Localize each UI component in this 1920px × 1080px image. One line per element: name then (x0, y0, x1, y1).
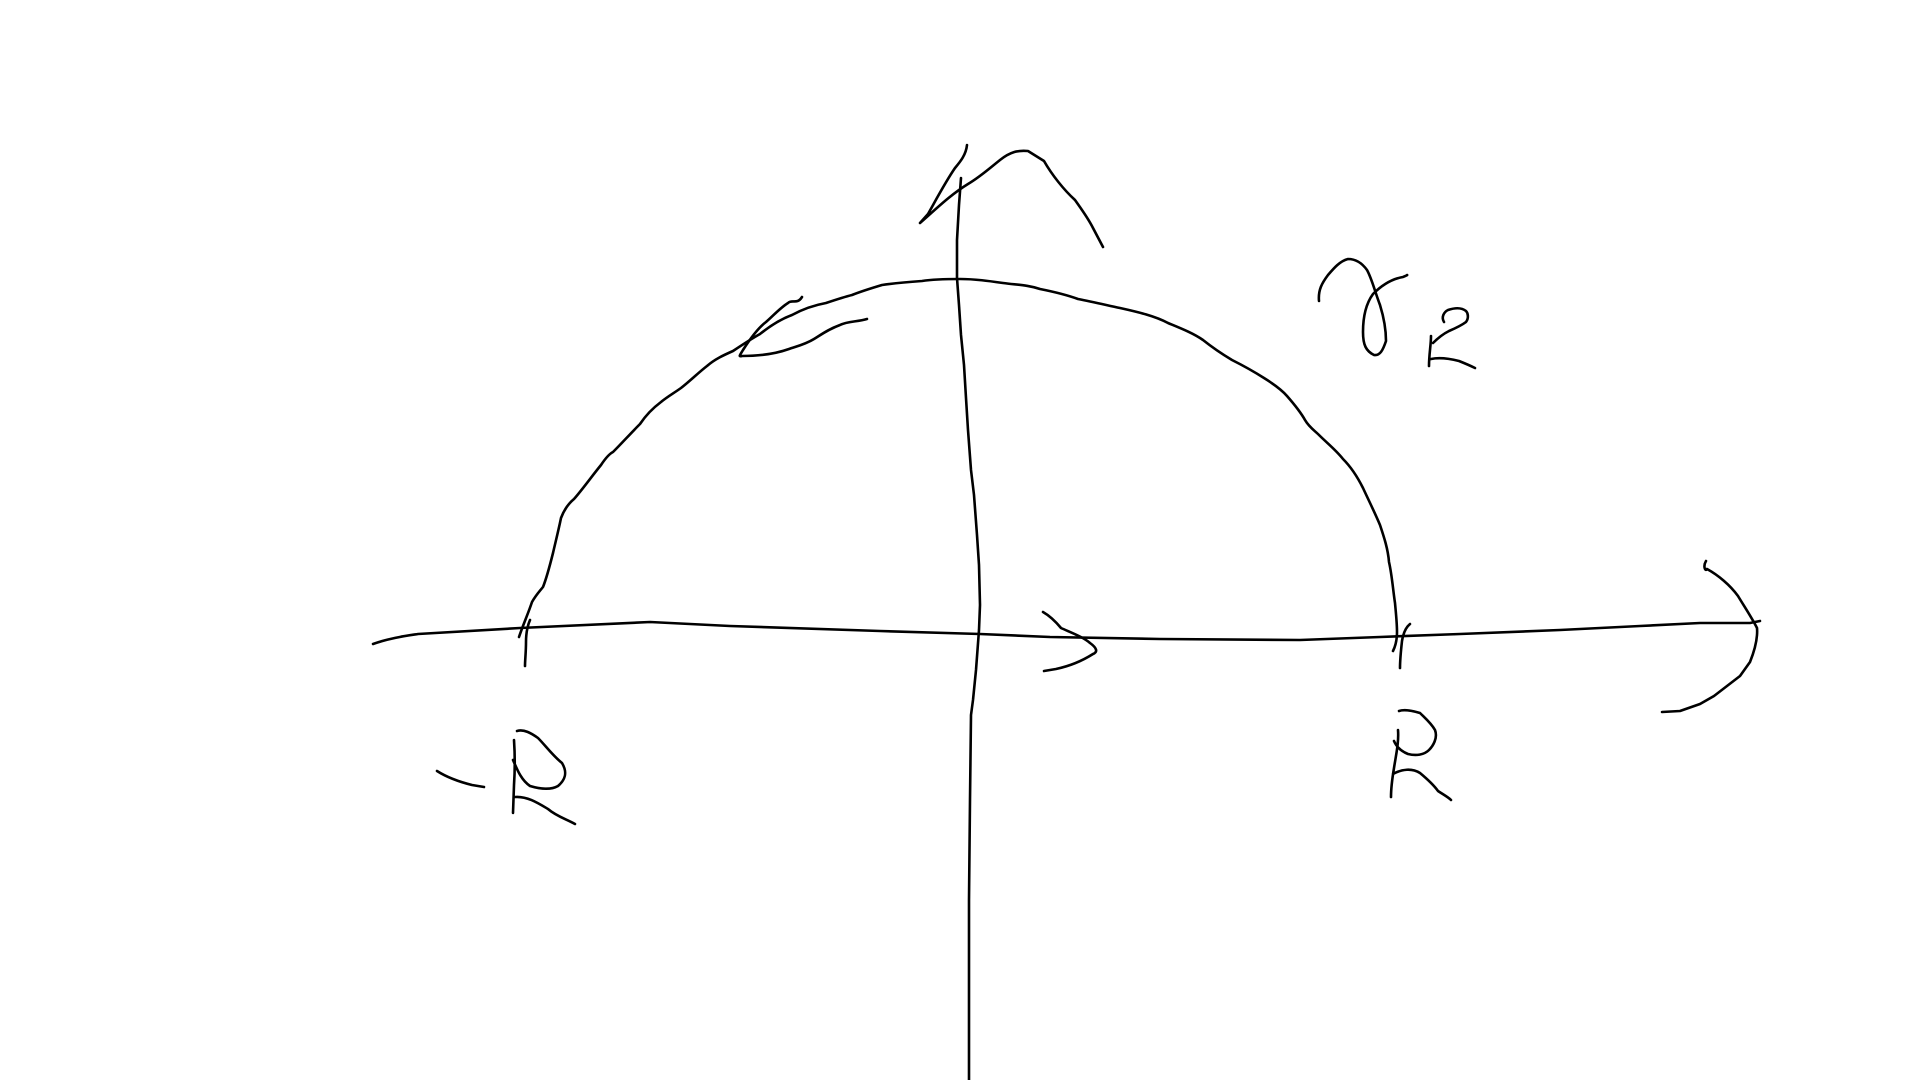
imaginary-axis-arrow-icon (918, 143, 1105, 249)
r-glyph-left (511, 729, 577, 826)
r-glyph-right (1389, 708, 1453, 802)
label-gamma-r: γR (0, 0, 1477, 370)
label-minus-r: -R (0, 0, 577, 826)
real-axis-arrow-icon (1660, 559, 1759, 714)
subscript-r-glyph (1427, 306, 1477, 370)
minus-r-tick-mark (523, 618, 532, 668)
segment-direction-arrow-icon (1041, 610, 1098, 673)
arc-direction-arrow-icon (738, 295, 869, 358)
label-r-text: R (0, 0, 1, 1)
imaginary-axis (955, 176, 982, 1080)
label-gamma-r-text: γR (0, 0, 2, 1)
minus-sign-glyph (435, 769, 486, 789)
r-tick-mark (1398, 622, 1412, 670)
gamma-glyph (1317, 257, 1409, 357)
semicircle-arc (517, 277, 1399, 653)
label-minus-r-text: -R (0, 0, 1, 1)
real-axis (371, 619, 1762, 646)
label-r: R (0, 0, 1453, 802)
